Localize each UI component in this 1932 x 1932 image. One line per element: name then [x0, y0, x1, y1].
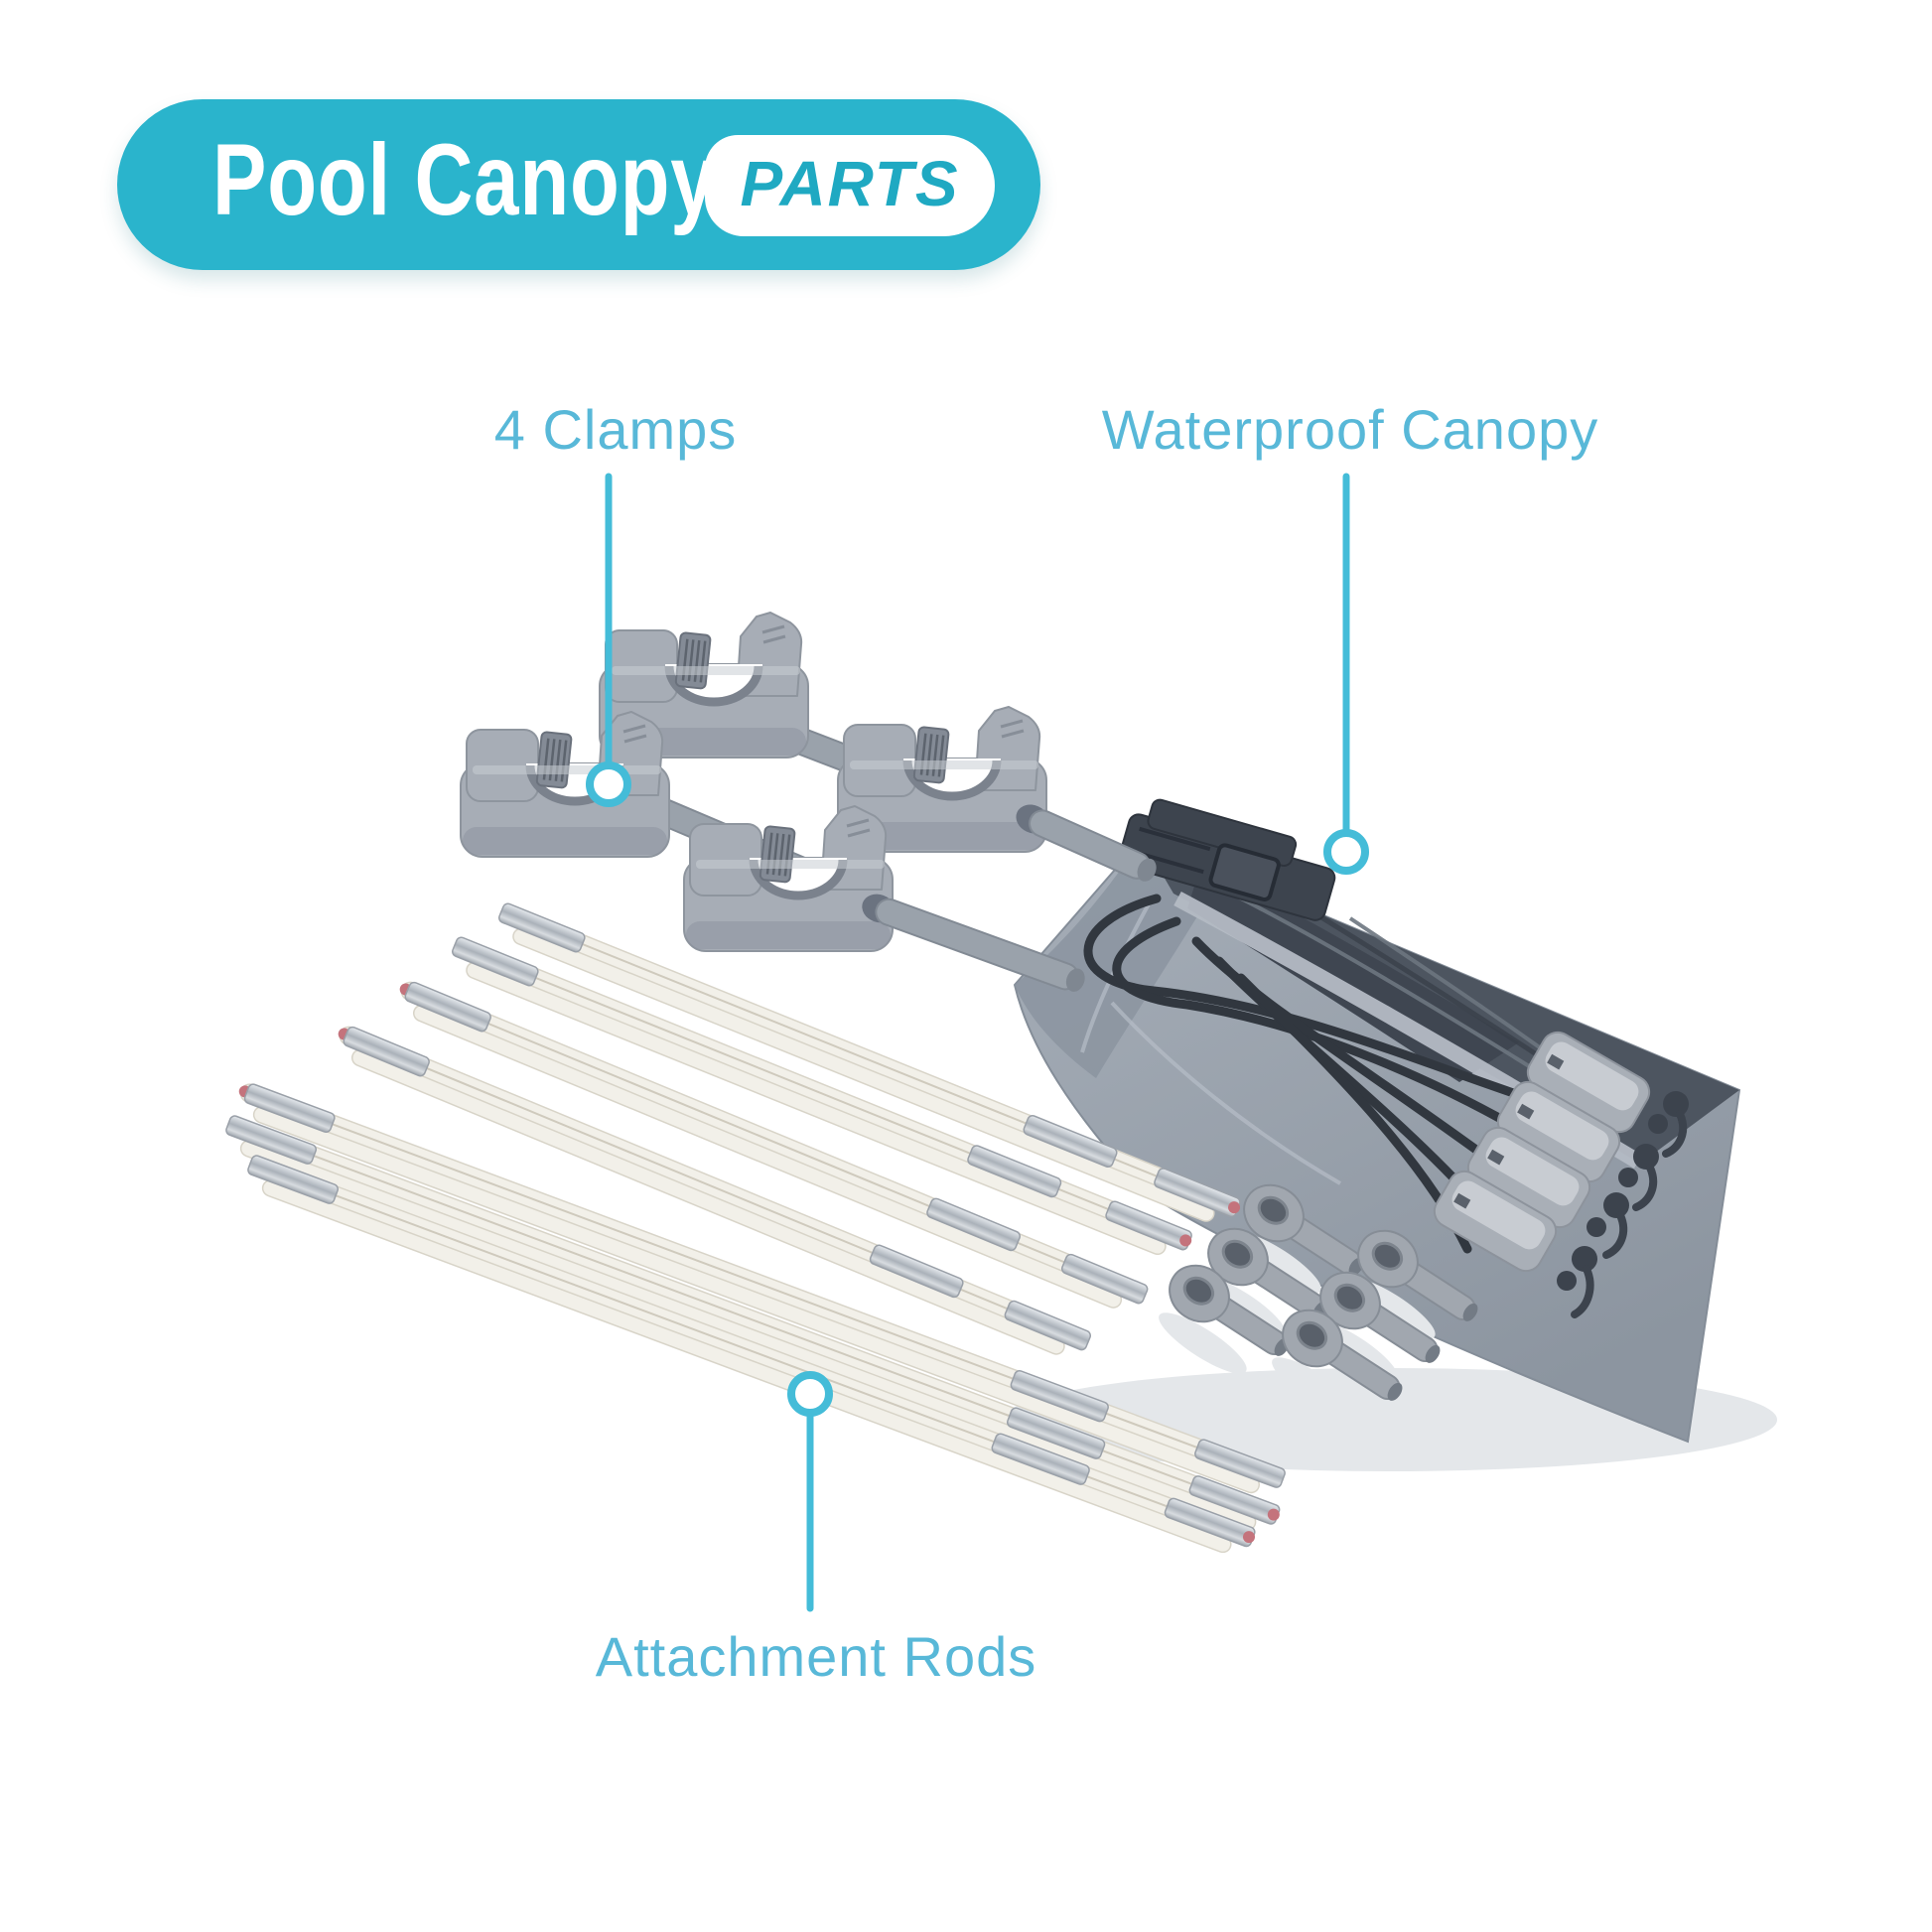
canopy-marker: [1323, 829, 1369, 875]
canopy-strap-buckle: [1118, 798, 1336, 921]
canopy-clips: [1433, 1031, 1689, 1318]
pole-illustration: [452, 936, 1192, 1256]
clamp-illustration: [461, 712, 669, 857]
rods-marker: [787, 1371, 833, 1417]
rods-illustration: [225, 902, 1286, 1554]
callout-rods-label: Attachment Rods: [595, 1625, 1037, 1688]
pole-illustration: [247, 1155, 1256, 1554]
parts-tag-label: PARTS: [740, 148, 960, 219]
clamp-illustration: [684, 806, 893, 951]
clamp-pin: [862, 894, 1085, 992]
title-badge: Pool Canopy PARTS: [117, 99, 1040, 270]
clamp-pin: [1016, 804, 1157, 882]
callout-leaders: [586, 473, 1369, 1612]
canopy-illustration: [1003, 798, 1777, 1471]
pole-illustration: [338, 1026, 1092, 1355]
pole-illustration: [238, 1083, 1286, 1494]
clamps-illustration: [461, 613, 1157, 992]
parts-tag-pill: PARTS: [705, 135, 995, 236]
page-title: Pool Canopy: [212, 122, 717, 236]
pole-illustration: [399, 981, 1149, 1309]
callout-canopy-label: Waterproof Canopy: [1101, 398, 1599, 461]
pole-illustration: [225, 1115, 1281, 1531]
pole-illustration: [498, 902, 1241, 1222]
callout-clamps-label: 4 Clamps: [493, 398, 738, 461]
clamps-marker: [586, 761, 631, 807]
